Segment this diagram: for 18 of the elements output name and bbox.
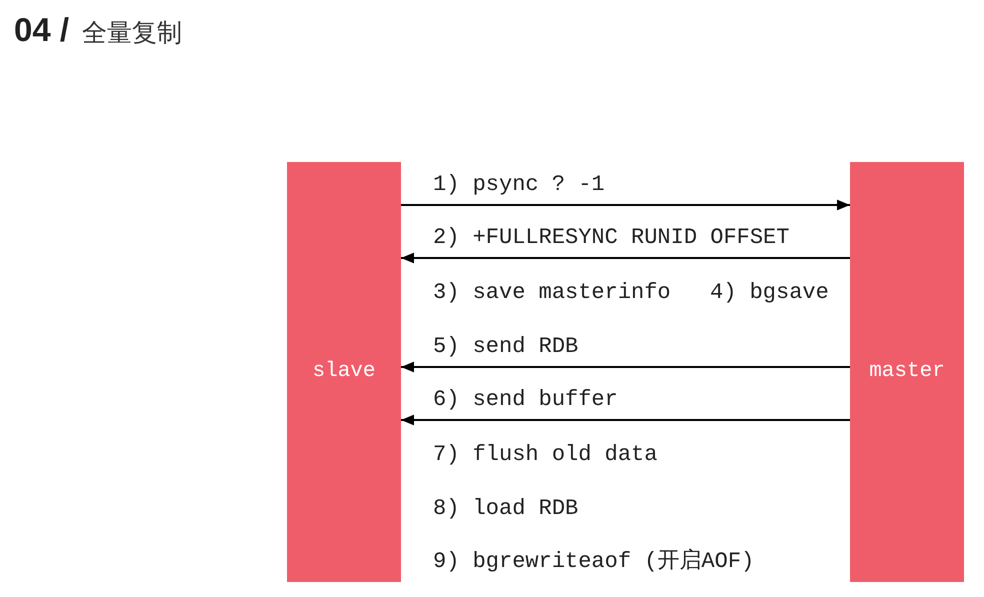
edge-label: 5) send RDB: [433, 334, 578, 360]
participant-bar: [287, 162, 401, 582]
step-text: 7) flush old data: [433, 442, 658, 468]
step-text: 4) bgsave: [710, 280, 829, 306]
arrow: [401, 252, 850, 264]
step-text: 8) load RDB: [433, 496, 578, 522]
arrow: [401, 362, 850, 372]
step-text: 9) bgrewriteaof (开启AOF): [433, 549, 754, 575]
arrow: [401, 414, 850, 426]
page-title: 04 / 全量复制: [14, 10, 182, 50]
participant-bar: [850, 162, 964, 582]
edge-label: 2) +FULLRESYNC RUNID OFFSET: [433, 225, 790, 251]
participant-label: master: [868, 359, 946, 385]
edge-label: 1) psync ? -1: [433, 172, 605, 198]
participant-label: slave: [311, 359, 376, 385]
edge-label: 6) send buffer: [433, 387, 618, 413]
arrow: [401, 200, 850, 210]
step-text: 3) save masterinfo: [433, 280, 671, 306]
